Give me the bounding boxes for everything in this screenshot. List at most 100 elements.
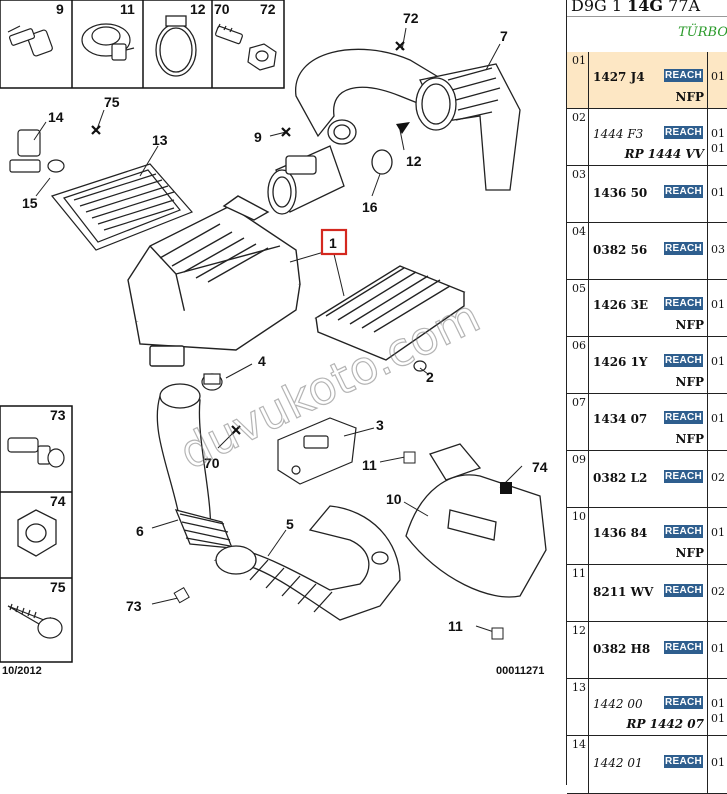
column-divider [707, 280, 708, 336]
nut-icon[interactable] [17, 509, 57, 557]
part-reference-link[interactable]: 8211 WV [593, 585, 654, 599]
part-reference-link[interactable]: 1442 01 [593, 756, 643, 770]
callout-6[interactable]: 6 [136, 523, 144, 539]
bolt-icon[interactable] [7, 25, 53, 57]
quantity: 02 [711, 585, 725, 598]
quantity: 02 [711, 471, 725, 484]
part-reference-link[interactable]: 1426 3E [593, 298, 649, 312]
clip-nut-icon[interactable] [81, 23, 135, 61]
callout-11-upper[interactable]: 11 [362, 457, 377, 473]
part-reference-link[interactable]: 1436 50 [593, 186, 648, 200]
part-reference-link[interactable]: 1427 J4 [593, 70, 645, 84]
substitution-note: NFP [675, 90, 704, 104]
callout-12[interactable]: 12 [406, 153, 422, 169]
part-reference-link[interactable]: 1442 00 [593, 697, 643, 711]
part-reference-link[interactable]: 1426 1Y [593, 355, 648, 369]
air-filter-element-2[interactable] [314, 265, 466, 361]
column-divider [707, 565, 708, 621]
substitution-note: NFP [675, 546, 704, 560]
callout-11-lower[interactable]: 11 [448, 618, 463, 634]
rivet-icon[interactable] [7, 437, 65, 468]
hose-5[interactable] [213, 505, 401, 621]
side-inset-labels: 73 74 75 [50, 407, 66, 595]
column-divider [588, 109, 589, 165]
air-box-1[interactable] [127, 195, 301, 367]
callout-73[interactable]: 73 [126, 598, 142, 614]
column-divider [588, 679, 589, 735]
quantity: 01 [711, 642, 725, 655]
callout-10[interactable]: 10 [386, 491, 402, 507]
callout-74[interactable]: 74 [532, 459, 548, 475]
callout-16[interactable]: 16 [362, 199, 378, 215]
inset-label-70: 70 [214, 1, 230, 17]
cabin-filter-13[interactable] [50, 163, 194, 251]
engine-code-header: D9G 1 14G 77A [567, 0, 727, 17]
hose-6[interactable] [156, 383, 233, 549]
row-index: 06 [572, 339, 586, 352]
triangle-marker-icon [396, 122, 410, 134]
callout-75[interactable]: 75 [104, 94, 120, 110]
hose-clamp-icon[interactable] [155, 15, 197, 77]
column-divider [588, 337, 589, 393]
square-outline-icons [173, 451, 504, 640]
part-reference-link[interactable]: 1436 84 [593, 526, 648, 540]
engine-code-c: 77A [663, 0, 701, 15]
callout-14[interactable]: 14 [48, 109, 64, 125]
callout-15[interactable]: 15 [22, 195, 38, 211]
seal-16[interactable] [371, 149, 393, 175]
callout-4[interactable]: 4 [258, 353, 266, 369]
column-divider [707, 223, 708, 279]
engine-code-b: 14G [627, 0, 664, 15]
part-reference-link[interactable]: 0382 56 [593, 243, 648, 257]
grommet-4[interactable] [201, 373, 223, 391]
column-divider [588, 280, 589, 336]
bracket-3[interactable] [277, 417, 357, 485]
callout-5[interactable]: 5 [286, 516, 294, 532]
callout-70[interactable]: 70 [204, 455, 220, 471]
reach-badge: REACH [664, 242, 703, 255]
column-divider [588, 166, 589, 222]
diagram-canvas: 9 11 12 70 72 73 74 75 [0, 0, 548, 677]
air-duct-7[interactable] [295, 48, 521, 191]
bolt-nut-icon[interactable] [215, 23, 277, 71]
callout-7[interactable]: 7 [500, 28, 508, 44]
part-reference-link[interactable]: 1434 07 [593, 412, 648, 426]
column-divider [588, 622, 589, 678]
reach-badge: REACH [664, 297, 703, 310]
airflow-sensor-9[interactable] [267, 119, 357, 215]
row-index: 12 [572, 624, 586, 637]
callout-1[interactable]: 1 [329, 235, 337, 251]
top-inset-labels: 9 11 12 70 72 [56, 1, 276, 17]
part-reference-link[interactable]: 1444 F3 [593, 127, 644, 141]
callout-72[interactable]: 72 [403, 10, 419, 26]
part-reference-link[interactable]: 0382 L2 [593, 471, 648, 485]
connector-2[interactable] [413, 360, 427, 372]
x-mark-icon [231, 425, 241, 435]
callout-3[interactable]: 3 [376, 417, 384, 433]
callout-13[interactable]: 13 [152, 132, 168, 148]
callout-2[interactable]: 2 [426, 369, 434, 385]
air-duct-10[interactable] [405, 443, 547, 598]
substitution-note: NFP [675, 375, 704, 389]
part-reference-link[interactable]: 0382 H8 [593, 642, 651, 656]
reach-badge: REACH [664, 126, 703, 139]
screw-icon[interactable] [7, 603, 63, 639]
sensor-14[interactable] [9, 129, 65, 173]
quantity: 01 [711, 526, 725, 539]
callout-1-highlight[interactable] [320, 228, 348, 256]
callout-9[interactable]: 9 [254, 129, 262, 145]
date-code: 10/2012 [2, 665, 42, 677]
